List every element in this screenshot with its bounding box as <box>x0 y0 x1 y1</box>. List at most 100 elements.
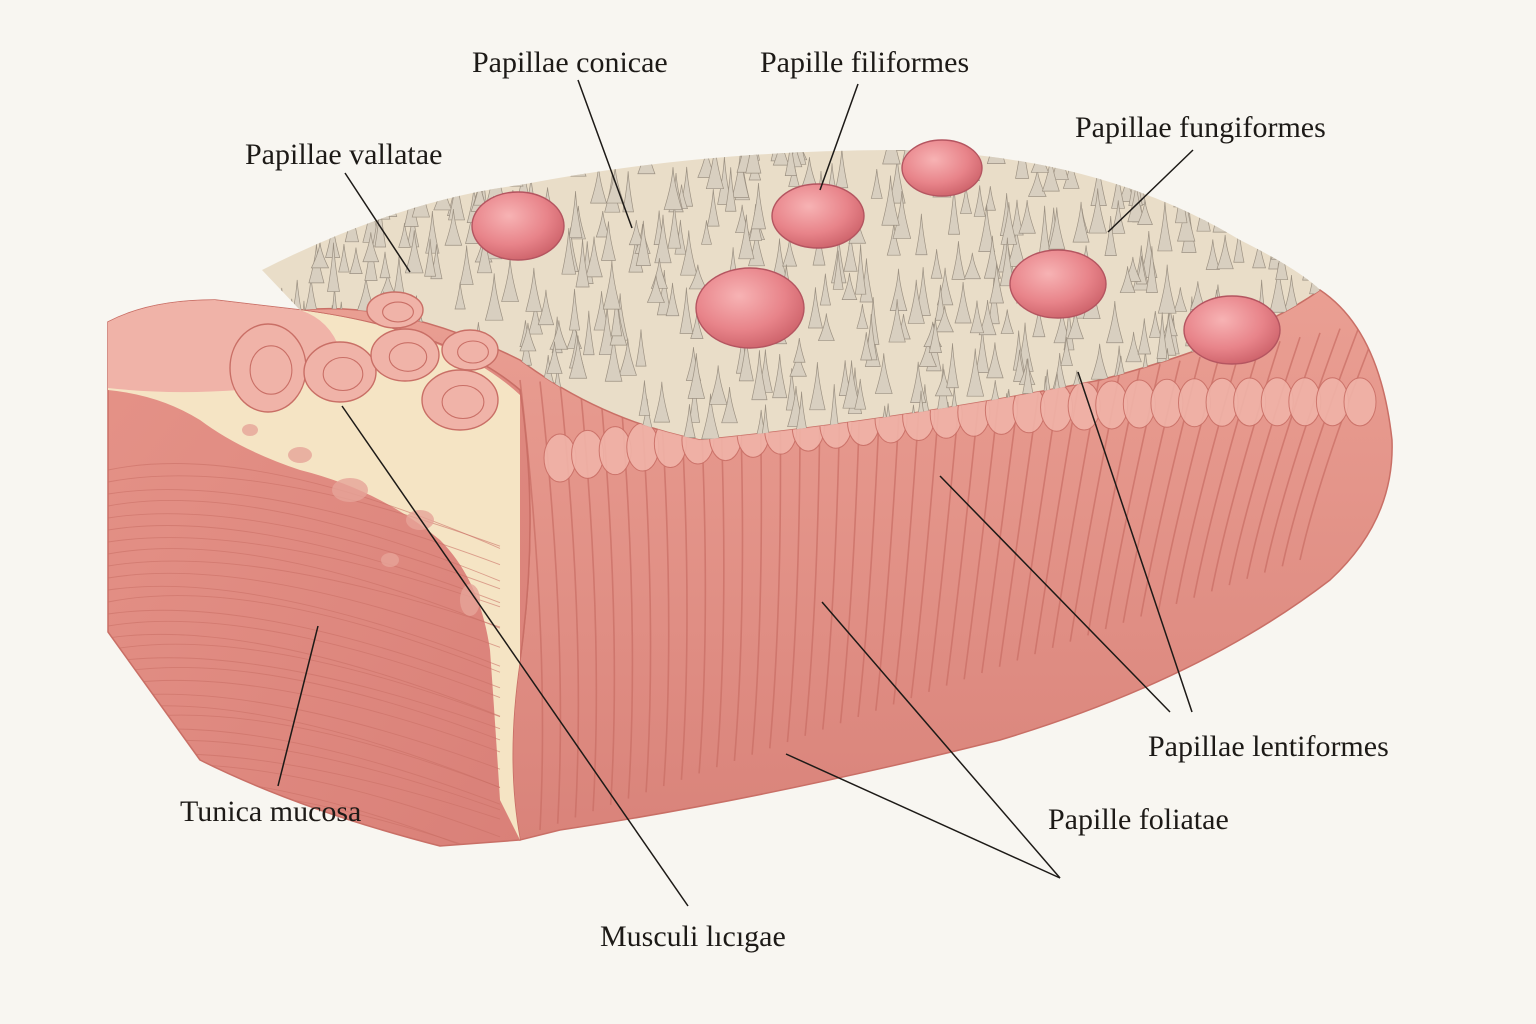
filiform-papilla <box>888 299 906 343</box>
filiform-papilla <box>338 244 350 273</box>
filiform-papilla <box>466 150 482 160</box>
filiform-papilla <box>748 150 760 161</box>
filiform-papilla <box>907 279 925 324</box>
filiform-papilla <box>1203 186 1222 221</box>
filiform-papilla <box>1300 158 1317 197</box>
filiform-papilla <box>882 150 901 165</box>
foliate-fold <box>804 394 821 736</box>
filiform-papilla <box>379 251 391 279</box>
filiform-papilla <box>525 267 543 312</box>
filiform-papilla <box>817 313 835 341</box>
filiform-papilla <box>1185 152 1202 200</box>
filiform-papilla <box>708 365 728 405</box>
filiform-papilla <box>934 369 954 397</box>
fungiform-papilla <box>1183 295 1281 365</box>
muscle-fiber <box>108 572 501 648</box>
filiform-papilla <box>544 150 559 163</box>
muscle-fiber <box>108 537 501 608</box>
muscle-fiber <box>108 489 501 566</box>
filiform-papilla <box>1137 152 1154 190</box>
filiform-papilla <box>262 174 274 201</box>
filiform-papilla <box>724 167 737 212</box>
filiform-papilla <box>772 150 790 166</box>
filiform-papilla <box>1325 235 1341 277</box>
muscle-fiber <box>108 560 501 628</box>
leader-line <box>1107 149 1194 233</box>
filiform-papilla <box>561 228 577 275</box>
filiform-papilla <box>1148 311 1162 338</box>
filiform-papilla <box>1119 266 1136 293</box>
filiform-papilla <box>1330 176 1341 216</box>
filiform-papilla <box>262 189 278 216</box>
muscle-fiber <box>108 643 501 718</box>
lentiform-papilla <box>1343 377 1377 427</box>
filiform-papilla <box>835 150 849 189</box>
muscle-fiber <box>108 666 501 741</box>
filiform-papilla <box>344 201 360 243</box>
filiform-papilla <box>701 393 720 440</box>
filiform-papilla <box>1018 199 1036 234</box>
filiform-papilla <box>663 167 683 210</box>
filiform-papilla <box>881 175 900 226</box>
filiform-papilla <box>384 175 398 212</box>
filiform-papilla <box>946 343 959 389</box>
filiform-papilla <box>1309 264 1320 295</box>
filiform-papilla <box>1022 358 1034 394</box>
muscle-fiber <box>108 463 501 549</box>
filiform-papilla <box>377 171 389 202</box>
filiform-papilla <box>470 150 489 185</box>
gland-spot <box>460 584 480 616</box>
filiform-papilla <box>1000 309 1014 334</box>
filiform-papilla <box>1196 189 1211 232</box>
leader-line <box>1077 371 1193 713</box>
filiform-papilla <box>1090 343 1109 380</box>
filiform-papilla <box>854 378 867 410</box>
filiform-papilla <box>583 310 595 356</box>
filiform-papilla <box>889 268 908 311</box>
filiform-papilla <box>665 282 680 317</box>
filiform-papilla <box>1104 215 1117 256</box>
filiform-papilla <box>1156 312 1168 359</box>
filiform-papilla <box>1039 205 1051 253</box>
filiform-papilla <box>371 168 385 197</box>
foliate-fold <box>1263 328 1341 573</box>
foliate-fold <box>1299 319 1381 561</box>
foliate-fold <box>1210 341 1281 592</box>
muscle-fiber <box>108 620 501 698</box>
filiform-papilla <box>679 287 694 334</box>
filiform-papilla <box>362 232 380 263</box>
vallate-papilla <box>421 369 499 431</box>
leader-line <box>577 79 633 229</box>
vallate-ring <box>441 384 485 420</box>
label-papille-filiformes: Papille filiformes <box>760 46 970 79</box>
filiform-papilla <box>915 213 928 256</box>
muscle-fiber <box>108 500 501 582</box>
label-papillae-conicae: Papillae conicae <box>472 46 668 79</box>
fungiform-papilla <box>695 267 805 349</box>
filiform-papilla <box>575 238 590 288</box>
filiform-papilla <box>1296 226 1309 266</box>
filiform-papilla <box>1300 152 1315 178</box>
filiform-papilla <box>262 281 268 307</box>
vallate-papilla <box>366 291 424 329</box>
filiform-papilla <box>398 222 411 248</box>
vallate-ring <box>382 301 414 323</box>
filiform-papilla <box>1284 150 1298 168</box>
filiform-papilla <box>1209 158 1227 189</box>
filiform-papilla <box>327 242 340 292</box>
filiform-papilla <box>707 189 720 227</box>
leader-line <box>277 625 319 787</box>
filiform-papilla <box>969 300 985 334</box>
filiform-papilla <box>600 221 616 261</box>
filiform-papilla <box>688 264 707 290</box>
label-papillae-lentiformes: Papillae lentiformes <box>1148 730 1389 763</box>
label-papillae-vallatae: Papillae vallatae <box>245 138 443 171</box>
filiform-papilla <box>807 287 823 329</box>
foliate-fold <box>981 383 1021 674</box>
filiform-papilla <box>637 150 656 175</box>
filiform-papilla <box>509 150 524 187</box>
filiform-papilla <box>1205 239 1220 270</box>
filiform-papilla <box>638 380 651 416</box>
vallate-ring <box>322 356 364 392</box>
filiform-papilla <box>935 305 954 333</box>
